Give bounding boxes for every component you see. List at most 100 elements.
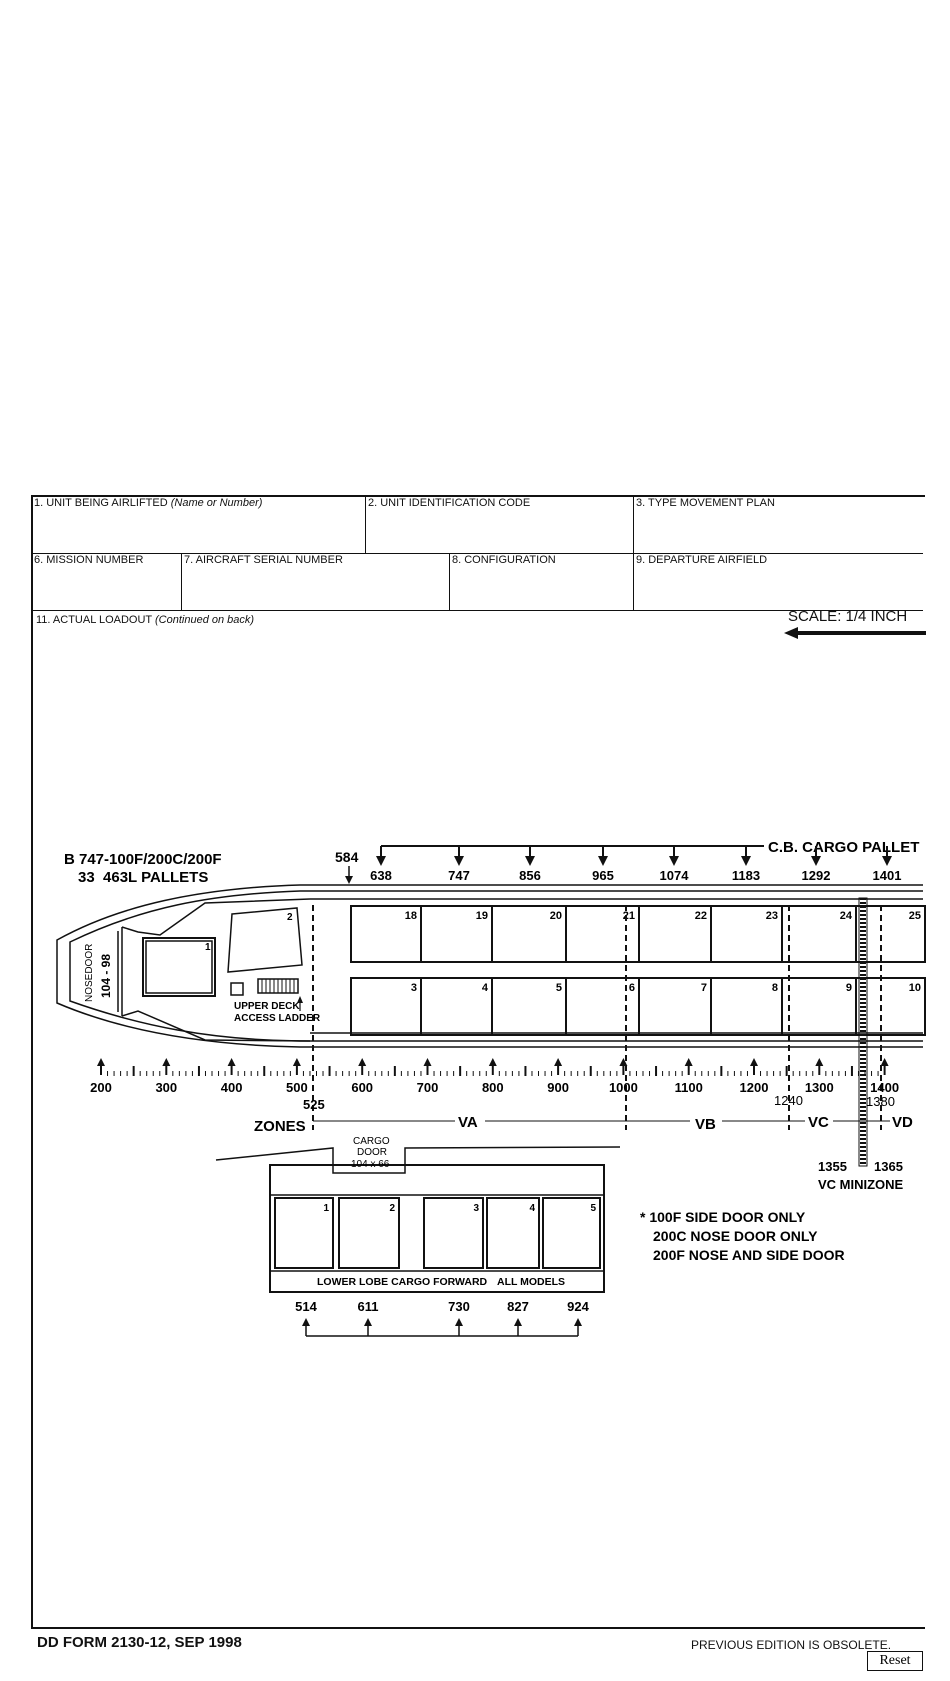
departure-airfield-field[interactable]: [637, 572, 923, 608]
col-divider-1: [365, 496, 366, 553]
nosedoor-label: NOSEDOOR: [84, 944, 95, 1002]
aircraft-serial-field[interactable]: [185, 572, 449, 608]
ruler-label: 200: [90, 1080, 112, 1095]
ruler-arrow-icon: [358, 1058, 367, 1075]
pallet-number: 4: [482, 982, 489, 994]
station-1380: 1380: [866, 1094, 895, 1109]
zone-va: VA: [458, 1114, 478, 1131]
lower-pallet-position: [338, 1197, 400, 1269]
pallet-position: [855, 977, 926, 1036]
ruler-label: 500: [286, 1080, 308, 1095]
station-584: 584: [335, 849, 359, 865]
lower-station-label: 924: [567, 1299, 589, 1314]
cb-arrow-icon: [376, 846, 386, 866]
cb-station-label: 638: [370, 868, 392, 883]
configuration-label: 8. CONFIGURATION: [452, 554, 556, 566]
ruler-arrow-icon: [292, 1058, 301, 1075]
ladder-rungs: [261, 979, 295, 993]
cb-station-label: 1401: [873, 868, 902, 883]
nose-pallet-2: 2: [287, 912, 293, 923]
note-200c: 200C NOSE DOOR ONLY: [653, 1228, 818, 1244]
cb-station-label: 1183: [732, 868, 760, 883]
station-ruler: [97, 1058, 889, 1076]
ruler-label: 1200: [740, 1080, 769, 1095]
form-identifier: DD FORM 2130-12, SEP 1998: [37, 1634, 242, 1651]
pallet-position: [855, 905, 926, 963]
cargo-door-line-1: CARGO: [353, 1136, 390, 1147]
cb-station-label: 965: [592, 868, 614, 883]
ruler-arrow-icon: [684, 1058, 693, 1075]
pallet-number: 3: [411, 982, 417, 994]
cb-arrow-icon: [454, 846, 464, 866]
cb-arrow-icon: [669, 846, 679, 866]
cb-cargo-pallet-label: C.B. CARGO PALLET: [768, 839, 919, 856]
ruler-label: 600: [351, 1080, 373, 1095]
minizone-station-1355: 1355: [818, 1159, 847, 1174]
lower-station-arrow-icon: [455, 1318, 463, 1336]
cb-arrow-icon: [598, 846, 608, 866]
pallet-number: 21: [623, 910, 635, 922]
lower-pallet-number: 5: [590, 1203, 596, 1214]
ruler-label: 400: [221, 1080, 243, 1095]
lower-lobe-outline: [215, 1146, 621, 1293]
cb-station-label: 856: [519, 868, 541, 883]
mission-number-field[interactable]: [35, 572, 181, 608]
ruler-arrow-icon: [880, 1058, 889, 1075]
cb-arrow-icon: [882, 846, 892, 866]
ruler-arrow-icon: [423, 1058, 432, 1075]
pallet-number: 8: [772, 982, 778, 994]
ruler-arrow-icon: [488, 1058, 497, 1075]
actual-loadout-label: 11. ACTUAL LOADOUT (Continued on back): [36, 614, 254, 626]
fuselage-outline: [56, 884, 923, 1048]
pallet-number: 23: [766, 910, 778, 922]
pallet-number: 24: [840, 910, 853, 922]
pallet-number: 10: [909, 982, 921, 994]
obsolete-notice: PREVIOUS EDITION IS OBSOLETE.: [691, 1638, 892, 1652]
zones-label: ZONES: [254, 1118, 306, 1135]
cb-arrow-icon: [741, 846, 751, 866]
ruler-label: 1300: [805, 1080, 834, 1095]
station-525: 525: [303, 1097, 325, 1112]
zone-vd: VD: [892, 1114, 913, 1131]
lower-pallet-number: 1: [323, 1203, 329, 1214]
ruler-arrow-icon: [227, 1058, 236, 1075]
ladder-arrow-icon: [297, 996, 303, 1011]
lower-pallet-number: 4: [529, 1203, 535, 1214]
movement-plan-field[interactable]: [637, 515, 923, 551]
row-divider-2: [31, 610, 923, 611]
ruler-arrow-icon: [750, 1058, 758, 1075]
lower-pallet-position: [486, 1197, 540, 1269]
vc-minizone-strip: [858, 897, 868, 1167]
pallet-number: 7: [701, 982, 707, 994]
zone-vc: VC: [808, 1114, 829, 1131]
aircraft-model: B 747-100F/200C/200F: [64, 851, 222, 868]
scale-label: SCALE: 1/4 INCH: [788, 608, 908, 625]
lower-pallet-number: 3: [473, 1203, 479, 1214]
movement-plan-label: 3. TYPE MOVEMENT PLAN: [636, 497, 775, 509]
scale-arrow-icon: [784, 627, 926, 639]
ruler-label: 700: [417, 1080, 439, 1095]
lower-pallet-number: 2: [389, 1203, 395, 1214]
note-100f: * 100F SIDE DOOR ONLY: [640, 1209, 806, 1225]
configuration-field[interactable]: [453, 572, 633, 608]
ladder-label-1: UPPER DECK: [234, 1001, 300, 1012]
ruler-arrow-icon: [619, 1058, 628, 1075]
pallet-number: 22: [695, 910, 707, 922]
reset-button[interactable]: Reset: [867, 1651, 923, 1671]
ruler-arrow-icon: [554, 1058, 563, 1075]
cb-arrow-icon: [525, 846, 535, 866]
lower-pallet-position: [274, 1197, 334, 1269]
form-frame: [31, 495, 925, 1629]
cargo-door-dims: 104 x 66: [351, 1159, 390, 1170]
row-divider-1: [31, 553, 923, 554]
unit-airlifted-field[interactable]: [35, 515, 365, 551]
note-200f: 200F NOSE AND SIDE DOOR: [653, 1247, 845, 1263]
cb-station-label: 1074: [660, 868, 690, 883]
unit-airlifted-label: 1. UNIT BEING AIRLIFTED (Name or Number): [34, 497, 262, 509]
unit-id-code-field[interactable]: [369, 515, 633, 551]
ruler-arrow-icon: [162, 1058, 171, 1075]
actual-loadout-label-text: 11. ACTUAL LOADOUT: [36, 614, 156, 626]
